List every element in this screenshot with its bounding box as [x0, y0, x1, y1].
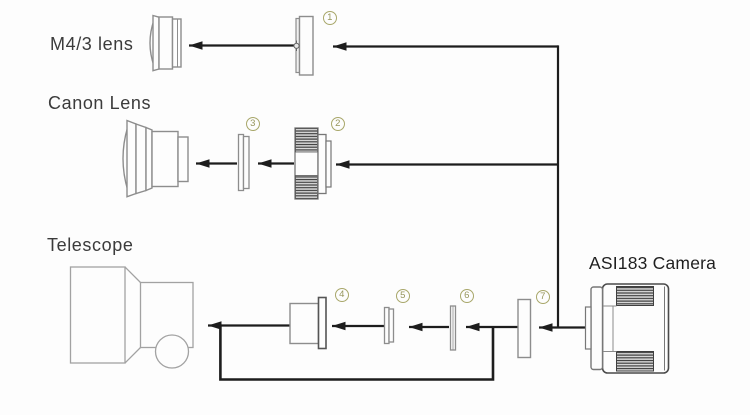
camera-top-knurl: [616, 286, 654, 306]
m43-lens-label: M4/3 lens: [50, 34, 134, 54]
adapter-6-drawing: [449, 305, 457, 351]
adapter-6-badge: 6: [459, 288, 474, 303]
adapter-3-drawing: [237, 133, 250, 192]
adapter-7-badge: 7: [535, 289, 550, 304]
adapter-4-drawing: [289, 296, 327, 350]
adapter-1-screw: [293, 42, 300, 49]
bypass-line: [219, 324, 495, 381]
adapter-2-badge: 2: [330, 116, 345, 131]
adapter-2-drawing: [294, 127, 332, 200]
canon-lens-label: Canon Lens: [48, 93, 152, 113]
camera-bottom-knurl: [616, 351, 654, 372]
telescope-drawing: [69, 266, 194, 369]
adapter-4-badge: 4: [334, 287, 349, 302]
m43-lens-drawing: [149, 14, 182, 72]
adapter-7-drawing: [517, 298, 532, 359]
adapter-1-drawing: [293, 15, 314, 76]
adapter-5-drawing: [383, 306, 395, 345]
adapter-5-badge: 5: [395, 288, 410, 303]
asi183-camera-drawing: [584, 283, 670, 374]
adapter-1-badge: 1: [322, 10, 337, 25]
asi183-camera-label: ASI183 Camera: [589, 253, 717, 273]
canon-lens-drawing: [122, 119, 189, 198]
adapter-3-badge: 3: [245, 116, 260, 131]
telescope-label: Telescope: [47, 235, 134, 255]
